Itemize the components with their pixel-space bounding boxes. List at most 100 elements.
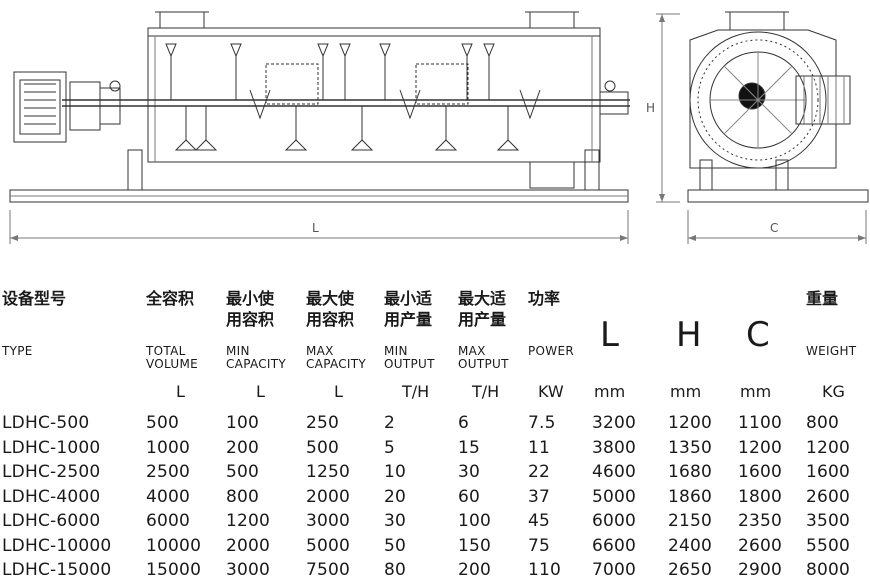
column-header-cn-max_out: 最大适 用产量 [458,289,507,329]
column-header-cn-weight: 重量 [806,289,839,308]
dimension-label-length: L [312,221,319,235]
table-cell: 30 [384,511,407,531]
table-cell: 1200 [668,413,713,433]
table-cell: 8000 [806,560,851,580]
table-cell: 110 [528,560,562,580]
end-view [656,11,869,244]
table-cell: 1600 [738,462,783,482]
table-cell: 100 [458,511,492,531]
table-cell: 2000 [226,535,271,556]
column-header-cn-min_out: 最小适 用产量 [384,289,433,329]
column-unit-weight: KG [822,382,845,401]
table-cell: 6000 [592,511,637,531]
table-cell: 4000 [146,486,191,507]
table-cell: 60 [458,486,481,507]
table-cell: 1350 [668,437,713,458]
table-cell: 500 [146,413,180,433]
table-cell: 20 [384,486,407,507]
table-row-model: LDHC-6000 [2,511,101,531]
column-header-en-weight: WEIGHT [806,344,857,358]
column-header-en-min_out: MIN OUTPUT [384,344,435,371]
column-unit-total: L [176,382,185,401]
table-cell: 100 [226,413,260,433]
column-header-cn-model: 设备型号 [2,289,67,308]
table-cell: 5500 [806,535,851,556]
table-cell: 5 [384,437,396,458]
table-cell: 1600 [806,462,851,482]
table-cell: 200 [226,437,260,458]
column-header-cn-max_cap: 最大使 用容积 [306,289,355,329]
table-cell: 1250 [306,462,351,482]
column-unit-C: mm [740,382,772,401]
column-header-en-max_out: MAX OUTPUT [458,344,509,371]
table-cell: 200 [458,560,492,580]
table-cell: 10000 [146,535,202,556]
column-header-en-power: POWER [528,344,574,358]
table-row-model: LDHC-4000 [2,486,101,507]
column-header-H: H [676,315,702,355]
table-cell: 22 [528,462,551,482]
table-cell: 5000 [592,486,637,507]
table-cell: 2900 [738,560,783,580]
column-unit-L: mm [594,382,626,401]
table-cell: 7000 [592,560,637,580]
column-unit-H: mm [670,382,702,401]
table-cell: 3500 [806,511,851,531]
table-cell: 6600 [592,535,637,556]
table-cell: 11 [528,437,551,458]
table-cell: 150 [458,535,492,556]
table-cell: 15 [458,437,481,458]
table-row-model: LDHC-2500 [2,462,101,482]
column-unit-power: KW [538,382,564,401]
table-cell: 500 [226,462,260,482]
table-cell: 45 [528,511,551,531]
table-cell: 2400 [668,535,713,556]
dimension-label-height: H [646,101,655,115]
table-cell: 1000 [146,437,191,458]
table-cell: 1800 [738,486,783,507]
column-header-en-max_cap: MAX CAPACITY [306,344,367,371]
column-header-L: L [600,315,619,355]
table-row-model: LDHC-1000 [2,437,101,458]
table-cell: 3000 [226,560,271,580]
side-view [9,11,630,244]
table-cell: 3800 [592,437,637,458]
table-cell: 1100 [738,413,783,433]
table-cell: 6000 [146,511,191,531]
column-unit-max_out: T/H [472,382,500,401]
table-cell: 1860 [668,486,713,507]
column-header-en-total: TOTAL VOLUME [146,344,199,371]
table-cell: 800 [806,413,840,433]
table-cell: 5000 [306,535,351,556]
column-header-en-min_cap: MIN CAPACITY [226,344,287,371]
table-cell: 7500 [306,560,351,580]
column-header-C: C [746,315,770,355]
table-cell: 250 [306,413,340,433]
table-cell: 1680 [668,462,713,482]
table-cell: 2 [384,413,396,433]
table-cell: 50 [384,535,407,556]
table-row-model: LDHC-10000 [2,535,112,556]
table-cell: 6 [458,413,470,433]
table-cell: 3000 [306,511,351,531]
column-header-cn-power: 功率 [528,289,561,308]
table-cell: 800 [226,486,260,507]
column-unit-min_cap: L [256,382,265,401]
table-cell: 2350 [738,511,783,531]
table-cell: 7.5 [528,413,556,433]
column-unit-min_out: T/H [402,382,430,401]
table-cell: 75 [528,535,551,556]
table-cell: 2600 [806,486,851,507]
table-row-model: LDHC-500 [2,413,90,433]
column-header-cn-total: 全容积 [146,289,195,308]
table-cell: 15000 [146,560,202,580]
table-cell: 3200 [592,413,637,433]
table-cell: 2600 [738,535,783,556]
table-cell: 10 [384,462,407,482]
table-cell: 2500 [146,462,191,482]
table-cell: 1200 [738,437,783,458]
table-cell: 1200 [226,511,271,531]
table-cell: 1200 [806,437,851,458]
table-cell: 2150 [668,511,713,531]
